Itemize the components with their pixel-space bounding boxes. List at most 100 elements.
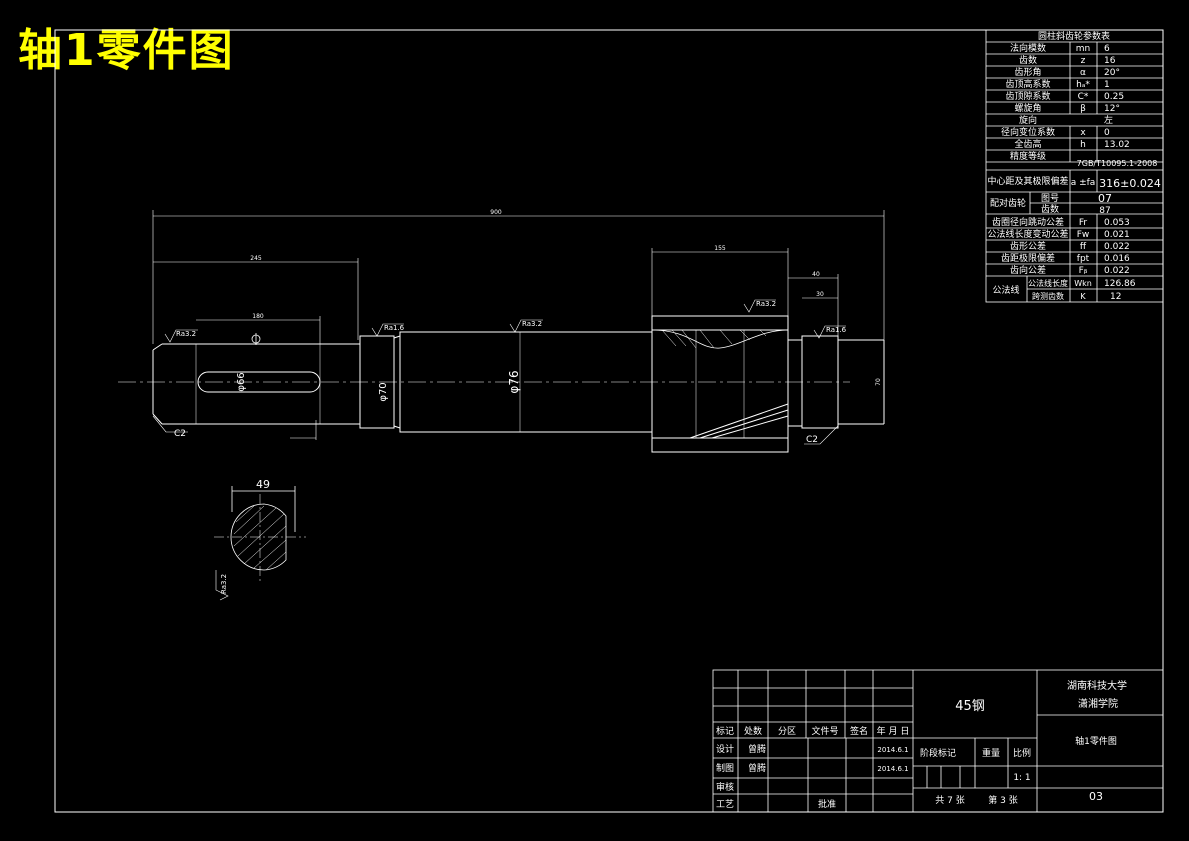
- center-distance-name: 中心距及其极限偏差: [987, 175, 1068, 187]
- gear-row-val: 12°: [1104, 104, 1120, 114]
- dim-dia-76: φ76: [507, 370, 521, 393]
- gear-row-val: 0: [1104, 128, 1110, 138]
- tolerance-sym: Fr: [1079, 218, 1088, 228]
- col-label: 标记: [716, 725, 734, 737]
- roughness-label: Ra3.2: [176, 330, 196, 338]
- tolerance-name: 齿距极限偏差: [1001, 252, 1055, 264]
- tolerance-name: 齿形公差: [1010, 240, 1046, 252]
- dim-r1: 40: [812, 271, 820, 278]
- col-label: 签名: [850, 725, 868, 737]
- roughness-label: Ra3.2: [522, 320, 542, 328]
- gear-row-sym: α: [1080, 68, 1086, 78]
- design-label: 设计: [716, 743, 734, 755]
- dim-gear-length: 155: [714, 245, 726, 252]
- draw-name: 曾腾: [748, 762, 766, 774]
- drawing-name: 轴1零件图: [1075, 735, 1117, 747]
- keyway-section-view: [214, 486, 306, 582]
- mating-name: 配对齿轮: [990, 197, 1026, 209]
- gear-row-name: 径向变位系数: [1001, 126, 1055, 138]
- design-date: 2014.6.1: [877, 746, 908, 754]
- title-block-text: 45钢 湖南科技大学 潇湘学院 轴1零件图 03 标记 处数 分区 文件号 签名…: [716, 679, 1127, 810]
- tolerance-sym: ff: [1080, 242, 1087, 252]
- roughness-text: Ra3.2 Ra1.6 Ra3.2 Ra3.2 Ra1.6 Ra3.2: [176, 300, 847, 594]
- tolerance-name: 公法线长度变动公差: [987, 228, 1068, 240]
- sheets-total: 共 7 张: [935, 795, 964, 806]
- col-label: 年 月 日: [877, 725, 910, 737]
- gear-row-val: 0.25: [1104, 92, 1124, 102]
- dimension-lines: [152, 210, 885, 440]
- common-normal-sub1: 公法线长度: [1028, 278, 1068, 288]
- approve-label: 批准: [818, 798, 836, 810]
- common-normal-name: 公法线: [992, 284, 1019, 296]
- tolerance-val: 0.016: [1104, 254, 1130, 264]
- gear-row-name: 螺旋角: [1014, 102, 1041, 114]
- material-label: 45钢: [955, 699, 985, 714]
- stage-mark-label: 阶段标记: [920, 747, 956, 759]
- center-distance-sym: a ±fa: [1071, 178, 1096, 188]
- gear-table-header: 圆柱斜齿轮参数表: [1038, 30, 1110, 42]
- review-label: 审核: [716, 781, 734, 793]
- mating-val1: 07: [1098, 192, 1112, 205]
- drawing-border: [54, 29, 1164, 813]
- tolerance-name: 齿圈径向跳动公差: [992, 216, 1064, 228]
- gear-row-sym: x: [1080, 128, 1086, 138]
- dim-dia-right: 70: [875, 378, 882, 386]
- gear-parameter-table: [985, 29, 1164, 303]
- chamfer-right: C2: [806, 435, 818, 445]
- process-label: 工艺: [716, 799, 734, 810]
- gear-row-name: 齿顶高系数: [1005, 78, 1050, 90]
- gear-row-val: 13.02: [1104, 140, 1130, 150]
- common-normal-sub2: 跨测齿数: [1032, 291, 1064, 301]
- school-name-2: 潇湘学院: [1078, 697, 1118, 710]
- tolerance-sym: Fᵦ: [1079, 266, 1088, 276]
- tolerance-sym: fpt: [1077, 254, 1090, 264]
- sheet-title: 轴1零件图: [18, 25, 235, 76]
- gear-row-name: 齿形角: [1014, 66, 1041, 78]
- gear-row-sym: hₐ*: [1076, 80, 1090, 90]
- mating-sub2: 齿数: [1041, 203, 1059, 215]
- design-name: 曾腾: [748, 743, 766, 755]
- gear-row-sym: β: [1080, 104, 1086, 114]
- dim-r2: 30: [816, 291, 824, 298]
- section-width-label: 49: [256, 478, 270, 491]
- title-block: [712, 669, 1164, 813]
- gear-row-name: 齿顶隙系数: [1005, 90, 1050, 102]
- roughness-label: Ra1.6: [826, 326, 847, 334]
- chamfer-left: C2: [174, 429, 186, 439]
- center-distance-val: 316±0.024: [1099, 177, 1161, 190]
- keyway-center-mark: [251, 333, 261, 345]
- gear-row-val: 20°: [1104, 68, 1120, 78]
- gear-row-sym: h: [1080, 140, 1086, 150]
- dim-key-length: 180: [252, 313, 264, 320]
- gear-row-name: 齿数: [1019, 54, 1037, 66]
- tolerance-name: 齿向公差: [1010, 264, 1046, 276]
- col-label: 分区: [778, 726, 796, 737]
- mating-val2: 87: [1099, 206, 1110, 216]
- gear-row-sym: C*: [1078, 92, 1089, 102]
- chamfer-leaders: [152, 415, 839, 445]
- common-normal-sym1: Wkn: [1074, 279, 1092, 288]
- tolerance-val: 0.021: [1104, 230, 1130, 240]
- gear-row-val: 6: [1104, 44, 1110, 54]
- gear-row-sym: z: [1081, 56, 1086, 66]
- roughness-label: Ra3.2: [220, 574, 228, 594]
- gear-row-sym: mn: [1076, 44, 1090, 54]
- tolerance-sym: Fw: [1077, 230, 1090, 240]
- scale-value: 1: 1: [1013, 773, 1030, 783]
- shaft-main-view: [118, 315, 885, 453]
- scale-label: 比例: [1013, 747, 1031, 759]
- col-label: 处数: [744, 725, 762, 737]
- tolerance-val: 0.022: [1104, 242, 1130, 252]
- col-label: 文件号: [811, 725, 838, 737]
- dim-dia-70: φ70: [378, 382, 389, 401]
- sheet-number: 第 3 张: [988, 794, 1017, 806]
- gear-row-val: 左: [1104, 114, 1113, 126]
- gear-row-val: 1: [1104, 80, 1110, 90]
- gear-row-name: 旋向: [1019, 114, 1037, 126]
- draw-date: 2014.6.1: [877, 765, 908, 773]
- tolerance-val: 0.022: [1104, 266, 1130, 276]
- gear-table-text: 圆柱斜齿轮参数表 法向模数 mn 6 齿数 z 16 齿形角 α 20° 齿顶高…: [987, 30, 1160, 302]
- diameter-labels: φ70 φ76 φ66 70 C2 C2: [174, 370, 882, 445]
- common-normal-sym2: K: [1080, 292, 1086, 301]
- draw-label: 制图: [716, 762, 734, 774]
